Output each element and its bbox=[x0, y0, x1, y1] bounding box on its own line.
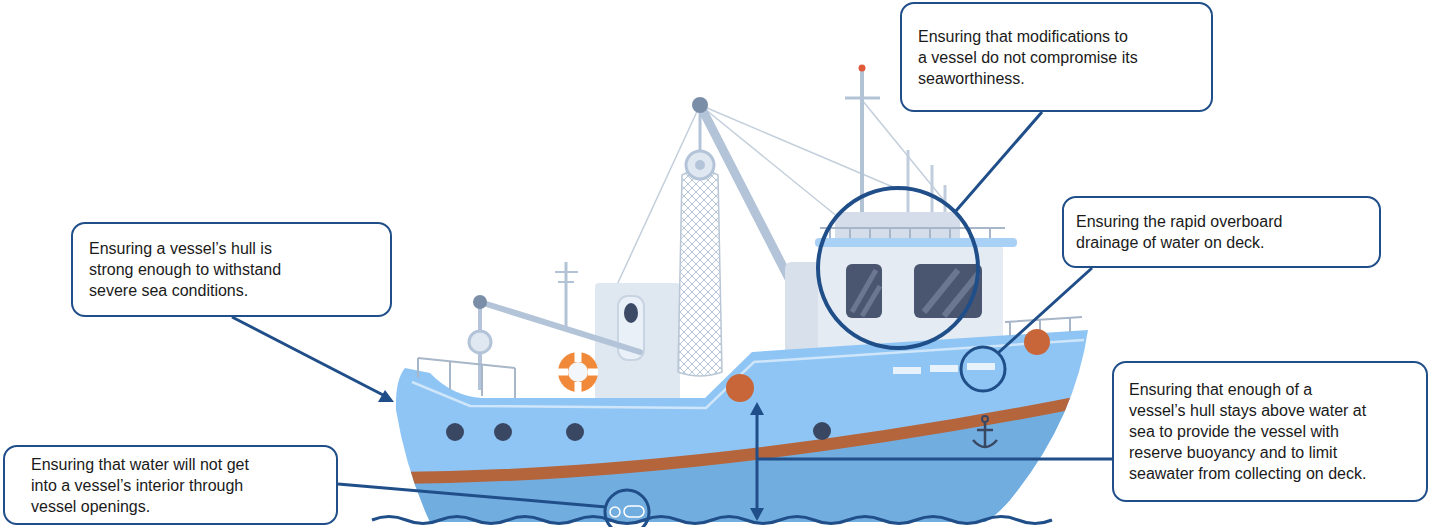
callout-box: Ensuring that enough of a vessel’s hull … bbox=[1112, 361, 1428, 502]
leader-line bbox=[338, 484, 606, 507]
freeing-port bbox=[893, 367, 921, 374]
lifebuoy bbox=[568, 362, 588, 382]
arrow-head bbox=[378, 390, 394, 402]
highlight-circle bbox=[818, 188, 978, 348]
callout-box: Ensuring the rapid overboard drainage of… bbox=[1062, 196, 1381, 268]
mast-crossbar bbox=[845, 97, 880, 100]
anchor bbox=[982, 416, 988, 422]
buoy bbox=[1024, 329, 1050, 355]
porthole bbox=[813, 422, 831, 440]
wheelhouse-window bbox=[914, 264, 982, 318]
porthole bbox=[566, 423, 584, 441]
hull-stripe bbox=[380, 398, 1100, 478]
buoy bbox=[726, 374, 754, 402]
mast-light bbox=[859, 65, 866, 72]
rigging-cable bbox=[700, 105, 900, 190]
antenna bbox=[555, 271, 578, 273]
callout-text: Ensuring that water will not get into a … bbox=[31, 454, 279, 517]
hull-opening bbox=[624, 506, 644, 517]
cabin-window bbox=[624, 303, 638, 323]
anchor bbox=[973, 422, 997, 447]
pulley bbox=[469, 331, 491, 353]
highlight-circle bbox=[605, 490, 649, 527]
fishing-net bbox=[678, 170, 722, 376]
upper-housing bbox=[835, 212, 960, 240]
antenna bbox=[558, 281, 574, 283]
lifebuoy-band bbox=[558, 352, 598, 392]
crane-joint bbox=[692, 97, 708, 113]
freeing-port bbox=[930, 365, 958, 372]
freeing-port bbox=[967, 363, 995, 370]
callout-box: Ensuring that modifications to a vessel … bbox=[900, 2, 1213, 112]
callout-text: Ensuring a vessel’s hull is strong enoug… bbox=[89, 238, 314, 301]
window-glare bbox=[852, 270, 880, 316]
lifebuoy bbox=[558, 352, 598, 392]
waterline bbox=[372, 517, 1052, 524]
pulley bbox=[686, 151, 714, 179]
callout-box: Ensuring a vessel’s hull is strong enoug… bbox=[71, 222, 392, 317]
callout-box: Ensuring that water will not get into a … bbox=[3, 445, 338, 525]
hull-lower bbox=[380, 398, 1100, 527]
callout-text: Ensuring the rapid overboard drainage of… bbox=[1076, 211, 1291, 253]
leader-line bbox=[998, 268, 1092, 353]
leader-line bbox=[955, 112, 1042, 212]
crane-boom bbox=[480, 302, 640, 352]
leader-line bbox=[232, 317, 385, 396]
pulley bbox=[695, 160, 705, 170]
freeboard-arrow bbox=[756, 412, 759, 512]
callout-text: Ensuring that modifications to a vessel … bbox=[918, 26, 1140, 89]
crane-joint bbox=[473, 295, 487, 309]
highlight-circle bbox=[961, 347, 1005, 391]
porthole bbox=[494, 423, 512, 441]
callout-text: Ensuring that enough of a vessel’s hull … bbox=[1129, 379, 1369, 484]
arrow-head bbox=[750, 508, 764, 521]
hull-opening bbox=[610, 507, 620, 517]
stern-railing bbox=[418, 358, 515, 398]
arrow-head bbox=[750, 402, 764, 415]
window-glare bbox=[924, 270, 978, 316]
wheelhouse-roof bbox=[815, 238, 1017, 247]
wheelhouse-window bbox=[846, 264, 882, 318]
porthole bbox=[446, 423, 464, 441]
roof-railing bbox=[820, 228, 1005, 238]
leader-line bbox=[757, 458, 1113, 461]
gunwale bbox=[412, 340, 1084, 408]
